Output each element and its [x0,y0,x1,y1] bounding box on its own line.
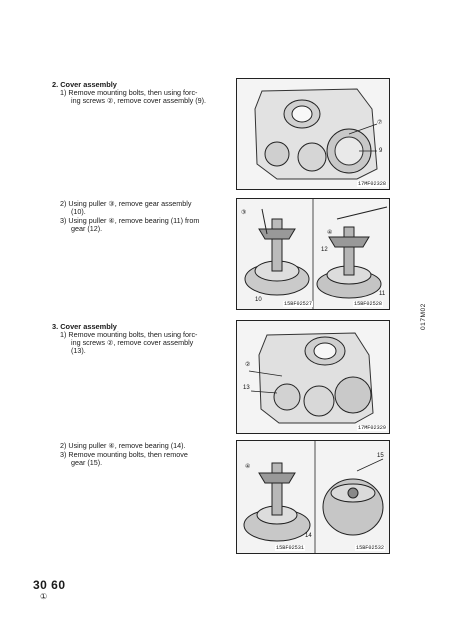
figure-caption: 15BF02527 [283,301,314,307]
figure-drawing [237,321,389,433]
section-title-cover-assembly-2: 2. Cover assembly [52,80,117,89]
step-text: (13). [71,346,86,355]
callout-label: ② [245,362,251,368]
callout-label: ⑦ [377,120,383,126]
step-text: 1) Remove mounting bolts, then using for… [60,88,198,97]
callout-label: 10 [255,297,262,303]
callout-label: 9 [379,148,383,154]
step-text: gear (15). [71,458,103,467]
figure-caption: 15BF02528 [352,301,383,307]
figure-bearing-gear-removal: ④ 14 15 15BF02531 15BF02532 [236,440,390,554]
step-text: ing screws ②, remove cover assembly (9). [71,96,207,105]
callout-label: 12 [321,247,328,253]
callout-label: 13 [243,385,250,391]
figure-caption: 15BF02532 [354,545,385,551]
figure-cover-assembly-13-removal: ② 13 17MF02329 [236,320,390,434]
figure-cover-assembly-removal: ⑦ 9 17MF02328 [236,78,390,190]
revision-mark: ① [40,592,48,601]
page-number: 30 60 [33,578,66,592]
figure-caption: 17MF02329 [356,425,387,431]
callout-label: 15 [377,453,384,459]
side-document-code: 017M02 [420,303,427,330]
section-title-cover-assembly-3: 3. Cover assembly [52,322,117,331]
step-text: 3) Using puller ④, remove bearing (11) f… [60,216,200,225]
step-text: 2) Using puller ④, remove bearing (14). [60,441,186,450]
figure-drawing [237,79,389,189]
step-text: gear (12). [71,224,103,233]
callout-label: 11 [379,291,386,297]
step-text: ing screws ②, remove cover assembly [71,338,194,347]
callout-label: 14 [305,533,312,539]
step-text: 2) Using puller ③, remove gear assembly [60,199,192,208]
figure-drawing [237,199,389,309]
figure-puller-gear-bearing: ③ 10 ④ 12 11 15BF02527 15BF02528 [236,198,390,310]
step-text: 3) Remove mounting bolts, then remove [60,450,188,459]
callout-label: ④ [245,464,251,470]
figure-drawing [237,441,389,553]
figure-caption: 15BF02531 [275,545,306,551]
callout-label: ④ [327,230,333,236]
figure-caption: 17MF02328 [356,181,387,187]
step-text: (10). [71,207,86,216]
callout-label: ③ [241,210,247,216]
step-text: 1) Remove mounting bolts, then using for… [60,330,198,339]
